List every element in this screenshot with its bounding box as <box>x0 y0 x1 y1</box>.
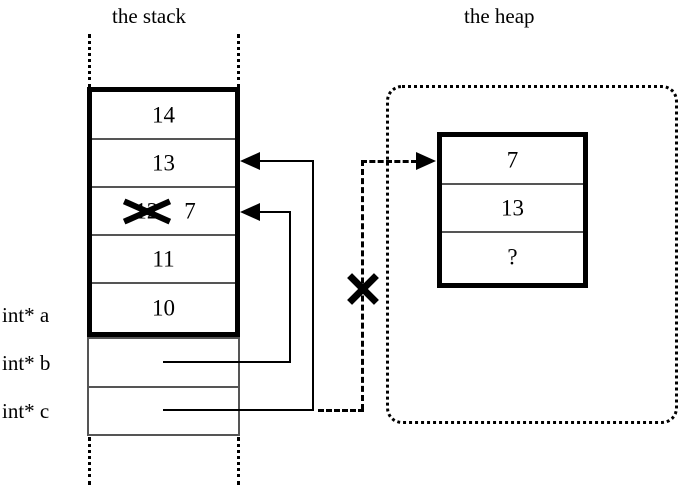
stack-cell-new-value: 7 <box>184 198 196 224</box>
heap-cell-value: ? <box>507 244 518 270</box>
stack-cell-value: 10 <box>152 295 175 321</box>
stack-dotted-line-bottom-left <box>88 437 91 485</box>
stack-cell: 13 <box>92 140 235 188</box>
variable-label-b: int* b <box>2 351 51 375</box>
pointer-c-arrowhead <box>240 152 260 170</box>
pointer-b-segment-horizontal-bottom <box>163 361 291 363</box>
invalid-pointer-x-icon <box>346 272 380 306</box>
variable-label-c: int* c <box>2 399 50 423</box>
stack-cell-value: 13 <box>152 150 175 176</box>
stack-cell-modified-content: 12 7 <box>92 198 235 224</box>
pointer-c-segment-horizontal-bottom <box>163 409 314 411</box>
heap-cell: ? <box>442 233 583 281</box>
heap-cell-value: 13 <box>501 195 524 221</box>
pointer-b-arrowhead <box>240 203 260 221</box>
stack-cell-value: 14 <box>152 102 175 128</box>
stack-cell-old-value-struck: 12 <box>123 198 172 224</box>
stack-title: the stack <box>112 4 187 28</box>
pointer-b-segment-vertical <box>289 211 291 362</box>
pointer-c-segment-vertical <box>312 160 314 410</box>
variable-label-a: int* a <box>2 303 50 327</box>
dangling-pointer-arrowhead <box>416 152 436 170</box>
pointer-b-segment-horizontal-top <box>258 211 291 213</box>
stack-slot-c <box>87 386 240 436</box>
heap-cell-value: 7 <box>506 147 519 173</box>
heap-cell: 13 <box>442 185 583 233</box>
dangling-pointer-segment-top <box>361 160 417 163</box>
stack-frame: 14 13 12 7 11 10 <box>87 87 240 337</box>
stack-dotted-line-bottom-right <box>237 437 240 485</box>
stack-cell-modified: 12 7 <box>92 188 235 236</box>
heap-cell: 7 <box>442 137 583 185</box>
heap-block: 7 13 ? <box>437 132 588 288</box>
stack-dotted-line-top-right <box>237 34 240 88</box>
dangling-pointer-segment-bottom <box>318 409 364 412</box>
stack-dotted-line-top-left <box>88 34 91 88</box>
stack-cell-value: 11 <box>152 246 175 272</box>
stack-cell: 14 <box>92 92 235 140</box>
stack-cell: 11 <box>92 236 235 284</box>
stack-cell: 10 <box>92 284 235 332</box>
heap-region-boundary <box>386 85 678 424</box>
pointer-c-segment-horizontal-top <box>258 160 314 162</box>
heap-title: the heap <box>464 4 535 28</box>
